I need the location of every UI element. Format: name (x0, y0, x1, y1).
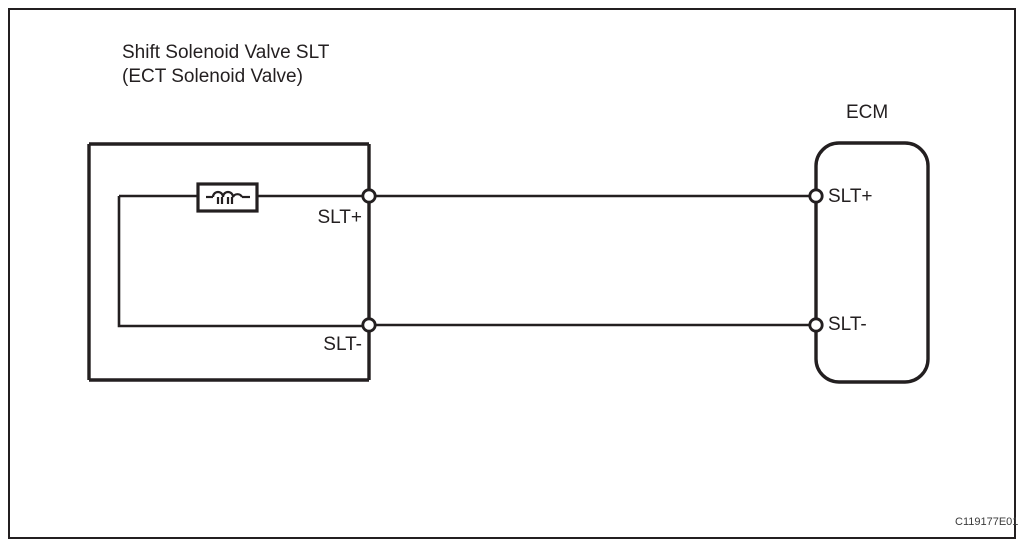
ecm-terminal-slt-plus-icon (808, 188, 824, 204)
solenoid-terminal-slt-minus-icon (361, 317, 377, 333)
ecm-title: ECM (846, 102, 889, 123)
solenoid-terminal-slt-plus-label: SLT+ (317, 207, 362, 228)
figure-border (8, 8, 1016, 539)
coil-arcs-icon (211, 190, 243, 198)
solenoid-internal-wire-return (117, 196, 369, 328)
coil-windings-icon (216, 197, 234, 204)
ecm-terminal-slt-minus-icon (808, 317, 824, 333)
ecm-terminal-slt-plus-label: SLT+ (828, 186, 873, 207)
solenoid-title-line1: Shift Solenoid Valve SLT (122, 42, 330, 63)
ecm-terminal-slt-minus-label: SLT- (828, 314, 867, 335)
solenoid-enclosure-box (87, 142, 371, 382)
solenoid-terminal-slt-plus-icon (361, 188, 377, 204)
figure-reference-code: C119177E01 (955, 516, 1019, 528)
solenoid-terminal-slt-minus-label: SLT- (323, 334, 362, 355)
solenoid-title-line2: (ECT Solenoid Valve) (122, 66, 303, 87)
ecm-connector-box (814, 141, 930, 384)
